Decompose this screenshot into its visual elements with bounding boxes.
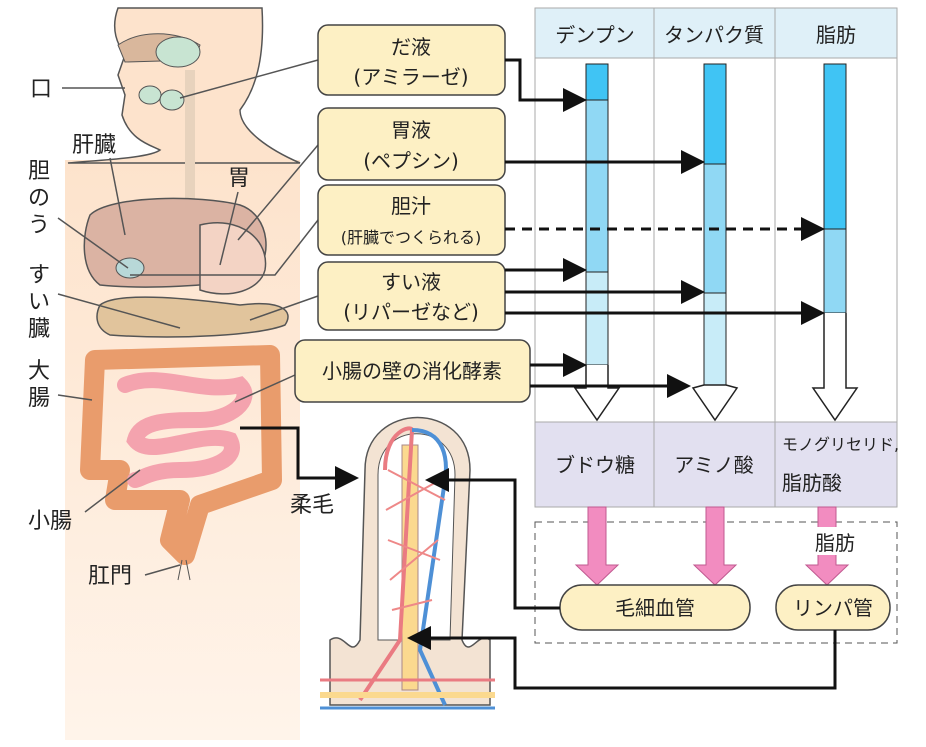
fat-bar [811, 63, 859, 422]
salivary-gland [159, 89, 185, 111]
svg-text:う: う [28, 213, 50, 238]
gallbladder [115, 257, 145, 279]
connector-arrows [240, 426, 837, 690]
svg-text:(アミラーゼ): (アミラーゼ) [353, 65, 468, 89]
svg-text:(ペプシン): (ペプシン) [363, 149, 459, 173]
svg-text:(肝臓でつくられる): (肝臓でつくられる) [341, 228, 482, 247]
nutrient-table: デンプン タンパク質 脂肪 ブドウ糖 アミノ酸 モノグリセリド, 脂肪酸 [534, 7, 899, 508]
header-starch: デンプン [555, 23, 634, 47]
pancreas [96, 296, 289, 338]
lymph-pill: リンパ管 [775, 584, 891, 631]
label-pancreas: す い 臓 [28, 263, 50, 342]
svg-text:の: の [28, 186, 50, 211]
hollow-arrow [691, 384, 739, 422]
svg-text:毛細血管: 毛細血管 [615, 596, 695, 620]
fat-label: 脂肪 [815, 531, 855, 555]
header-fat: 脂肪 [816, 23, 856, 47]
enzyme-arrows [505, 58, 825, 398]
svg-text:胃液: 胃液 [391, 118, 431, 142]
villus-illustration [320, 416, 495, 710]
hollow-arrow [811, 313, 859, 422]
juice-gastric: 胃液 (ペプシン) [317, 107, 506, 181]
products-row [534, 421, 898, 508]
salivary-gland [155, 36, 201, 68]
juice-bile: 胆汁 (肝臓でつくられる) [317, 184, 506, 256]
anus [177, 559, 191, 581]
large-intestine [80, 345, 282, 565]
label-anus: 肛門 [88, 564, 132, 589]
label-large-intestine: 大 腸 [28, 359, 50, 411]
svg-text:(リパーゼなど): (リパーゼなど) [343, 300, 479, 324]
label-villus: 柔毛 [290, 493, 334, 518]
hollow-arrow [573, 365, 621, 422]
svg-text:だ液: だ液 [391, 35, 431, 59]
juice-saliva: だ液 (アミラーゼ) [317, 24, 506, 96]
svg-text:リンパ管: リンパ管 [793, 596, 873, 620]
stomach [199, 222, 267, 295]
label-gallbladder: 胆 の う [28, 159, 50, 238]
svg-text:胆汁: 胆汁 [391, 194, 431, 218]
product-monoglyceride: モノグリセリド, [782, 435, 899, 454]
svg-text:す: す [28, 263, 50, 288]
header-protein: タンパク質 [664, 23, 764, 47]
juice-pancreatic: すい液 (リパーゼなど) [317, 261, 506, 331]
svg-text:大: 大 [28, 359, 50, 384]
label-liver: 肝臓 [72, 133, 116, 158]
capillary-pill: 毛細血管 [559, 584, 751, 631]
body-illustration [65, 7, 301, 740]
svg-text:い: い [28, 290, 50, 315]
label-stomach: 胃 [228, 166, 250, 191]
svg-text:すい液: すい液 [381, 270, 441, 294]
product-amino-acid: アミノ酸 [674, 453, 754, 477]
small-intestine [117, 372, 253, 488]
label-small-intestine: 小腸 [28, 509, 72, 534]
label-mouth: 口 [30, 77, 52, 102]
svg-text:腸: 腸 [28, 386, 50, 411]
product-fatty-acid: 脂肪酸 [782, 471, 842, 495]
svg-text:臓: 臓 [28, 317, 50, 342]
svg-text:胆: 胆 [28, 159, 50, 184]
salivary-gland [138, 85, 162, 105]
product-glucose: ブドウ糖 [555, 453, 635, 477]
svg-text:小腸の壁の消化酵素: 小腸の壁の消化酵素 [322, 359, 502, 383]
juice-intestinal-wall: 小腸の壁の消化酵素 [294, 339, 531, 403]
table-header [534, 7, 898, 59]
